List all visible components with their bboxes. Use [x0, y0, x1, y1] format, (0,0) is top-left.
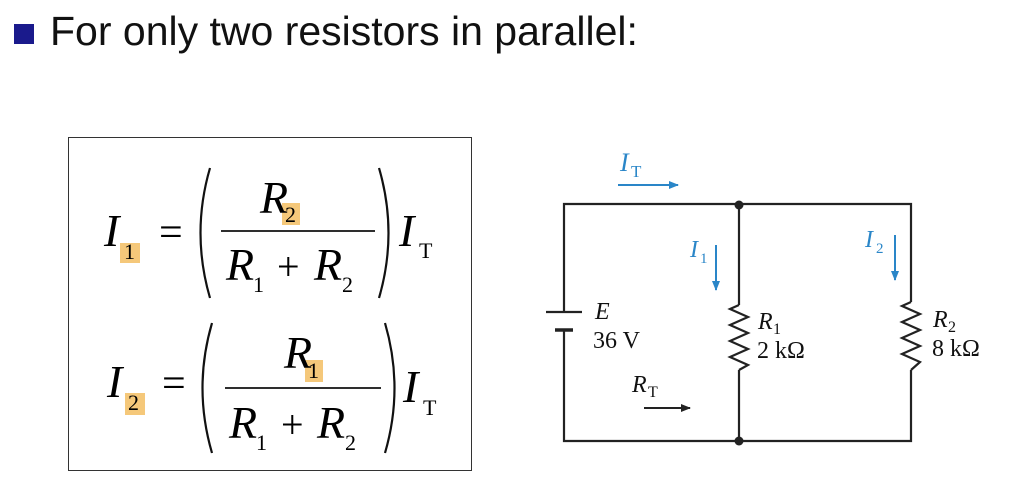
- svg-text:1: 1: [700, 251, 708, 267]
- eq1-plus: +: [277, 244, 300, 289]
- eq1-den-a-sub: 1: [253, 272, 264, 297]
- eq2-den-b-symbol: R: [316, 397, 345, 448]
- label-branch1-current: I 1: [689, 237, 708, 267]
- svg-text:R: R: [757, 309, 773, 335]
- resistor-r2-icon: [899, 300, 923, 371]
- highlight-num-sub-2: [305, 360, 323, 382]
- highlight-num-sub-1: [282, 203, 300, 225]
- eq1-rhs-sub: T: [419, 238, 433, 263]
- svg-text:I: I: [619, 148, 630, 177]
- eq2-equals: =: [162, 361, 186, 407]
- eq1-num-sub: 2: [285, 202, 296, 227]
- eq2-num-symbol: R: [283, 327, 312, 378]
- svg-text:2: 2: [948, 319, 956, 336]
- label-resistor-r2: R 2 8 kΩ: [932, 307, 980, 362]
- svg-text:8 kΩ: 8 kΩ: [932, 336, 980, 362]
- formula-box: I 1 = R 2 R 1 + R 2 I T I 2 = R 1: [68, 137, 472, 471]
- label-total-resistance: R T: [631, 372, 658, 401]
- svg-text:T: T: [648, 384, 658, 401]
- top-node: [734, 200, 744, 210]
- svg-text:2: 2: [876, 241, 884, 257]
- eq1-lhs-symbol: I: [103, 205, 122, 256]
- svg-text:I: I: [864, 227, 874, 253]
- label-source: E 36 V: [593, 299, 641, 354]
- highlight-lhs-sub-1: [120, 243, 140, 263]
- eq2-num-sub: 1: [308, 358, 319, 383]
- eq2-right-paren: [383, 322, 396, 454]
- label-resistor-r1: R 1 2 kΩ: [757, 309, 805, 364]
- svg-text:R: R: [631, 372, 647, 398]
- eq2-den-b-sub: 2: [345, 430, 356, 455]
- svg-text:1: 1: [773, 321, 781, 338]
- battery-icon: [546, 310, 582, 332]
- parallel-circuit-diagram: I T I 1 I 2 E 36 V R T R 1 2 kΩ R 2 8 kΩ: [546, 148, 980, 446]
- eq2-den-a-sub: 1: [256, 430, 267, 455]
- highlight-lhs-sub-2: [125, 393, 145, 415]
- eq2-den-a-symbol: R: [228, 397, 257, 448]
- eq1-equals: =: [159, 210, 183, 256]
- eq2-rhs-symbol: I: [402, 361, 421, 412]
- equation-current-divider-2: I 2 = R 1 R 1 + R 2 I T: [106, 322, 437, 455]
- resistor-r1-icon: [727, 303, 751, 371]
- label-total-current: I T: [619, 148, 642, 181]
- eq2-left-paren: [201, 322, 214, 454]
- eq1-rhs-symbol: I: [398, 205, 417, 256]
- top-wire: [562, 202, 913, 312]
- eq1-right-paren: [377, 167, 390, 299]
- svg-text:E: E: [594, 299, 610, 325]
- eq2-plus: +: [281, 402, 304, 447]
- eq2-lhs-symbol: I: [106, 356, 125, 407]
- equation-current-divider-1: I 1 = R 2 R 1 + R 2 I T: [103, 167, 433, 299]
- svg-text:I: I: [689, 237, 699, 263]
- svg-text:2 kΩ: 2 kΩ: [757, 338, 805, 364]
- eq1-den-a-symbol: R: [225, 239, 254, 290]
- eq1-den-b-symbol: R: [313, 239, 342, 290]
- eq1-num-symbol: R: [259, 172, 288, 223]
- svg-text:T: T: [631, 162, 642, 181]
- eq1-den-b-sub: 2: [342, 272, 353, 297]
- eq2-rhs-sub: T: [423, 395, 437, 420]
- eq1-lhs-sub: 1: [124, 239, 135, 264]
- svg-text:R: R: [932, 307, 948, 333]
- eq1-left-paren: [199, 167, 212, 299]
- formula-svg: I 1 = R 2 R 1 + R 2 I T I 2 = R 1: [103, 167, 437, 455]
- header-row: For only two resistors in parallel:: [14, 6, 638, 56]
- slide-heading: For only two resistors in parallel:: [50, 7, 638, 54]
- bottom-node: [734, 436, 744, 446]
- label-branch2-current: I 2: [864, 227, 884, 257]
- svg-text:36 V: 36 V: [593, 328, 641, 354]
- bullet-square-icon: [14, 24, 34, 44]
- eq2-lhs-sub: 2: [128, 390, 139, 415]
